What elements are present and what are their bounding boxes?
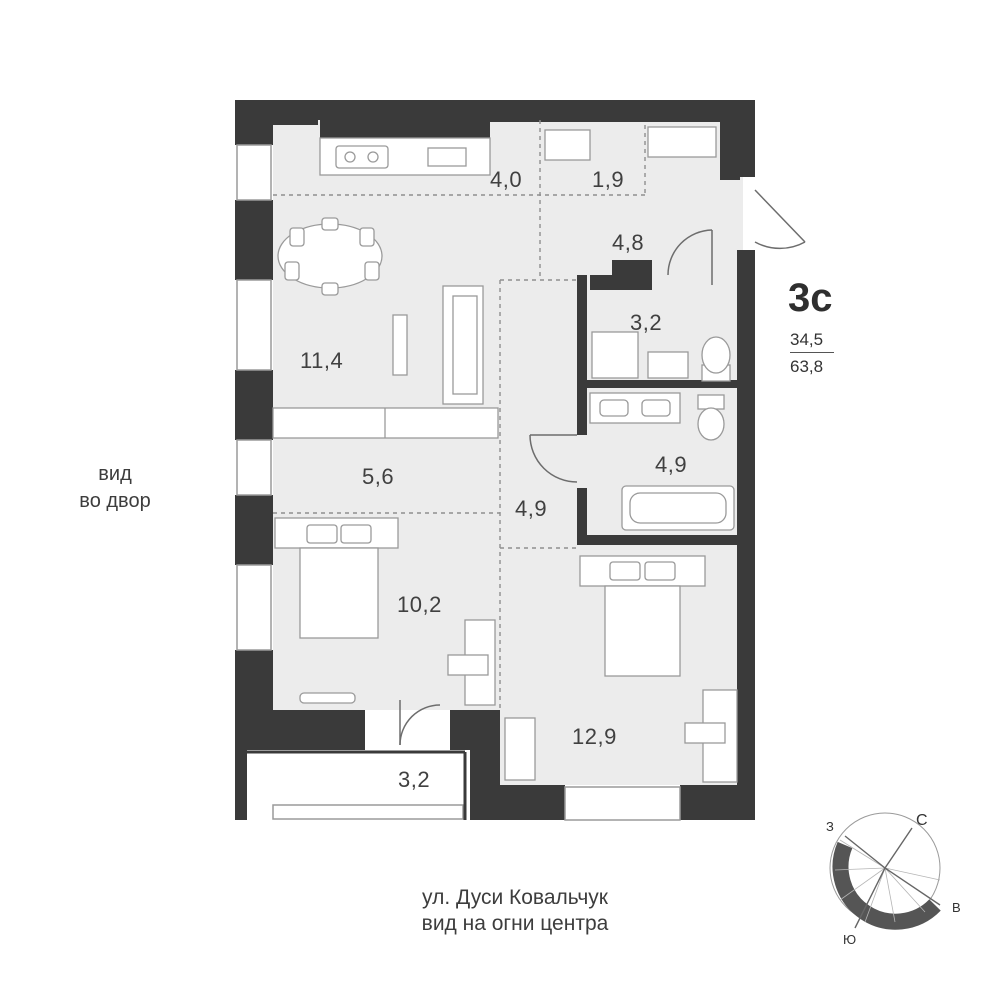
entry-column (720, 150, 740, 180)
compass-west: З (826, 819, 834, 834)
compass-north: С (916, 812, 928, 829)
room-area-bathroom-2: 4,9 (655, 452, 688, 477)
room-area-bathroom-1: 3,2 (630, 310, 663, 335)
room-area-living-room: 11,4 (300, 348, 344, 373)
bedroom-2-furniture (504, 555, 738, 783)
room-area-corridor: 4,9 (515, 496, 548, 521)
area-divider (790, 352, 834, 353)
compass-south: Ю (843, 932, 857, 947)
room-area-bedroom-2: 12,9 (572, 724, 617, 749)
sofa (442, 285, 484, 405)
street-name: ул. Дуси Ковальчук (422, 886, 608, 909)
room-area-balcony: 3,2 (398, 767, 431, 792)
bathroom-1-fixtures (591, 331, 731, 382)
bedroom-1-furniture (274, 517, 496, 706)
view-yard-label: вид во двор (60, 461, 170, 515)
view-yard-line2: во двор (79, 490, 151, 512)
street-view-label: ул. Дуси Ковальчук вид на огни центра (365, 885, 665, 937)
bathroom-2-fixtures (589, 392, 735, 531)
living-area: 34,5 (790, 330, 824, 349)
windows (236, 144, 681, 821)
balcony-outline (247, 750, 467, 820)
wardrobe-divider (272, 407, 499, 439)
dining-table (277, 217, 383, 296)
zone-divider-lines (273, 120, 646, 710)
room-area-bedroom-1: 10,2 (397, 592, 442, 617)
total-area: 63,8 (790, 357, 824, 376)
room-area-dining-zone: 5,6 (362, 464, 395, 489)
view-yard-line1: вид (98, 463, 132, 485)
room-area-hall: 4,8 (612, 230, 645, 255)
room-area-closet: 1,9 (592, 167, 625, 192)
closet-shelf (544, 126, 717, 161)
compass (829, 812, 941, 930)
apartment-type-code: 3с (788, 276, 833, 320)
street-view: вид на огни центра (421, 912, 609, 935)
kitchen-counter (319, 137, 491, 176)
tv-stand (392, 314, 408, 376)
compass-east: В (952, 900, 961, 915)
room-area-kitchen: 4,0 (490, 167, 523, 192)
doors (399, 189, 806, 746)
walls (235, 100, 755, 820)
